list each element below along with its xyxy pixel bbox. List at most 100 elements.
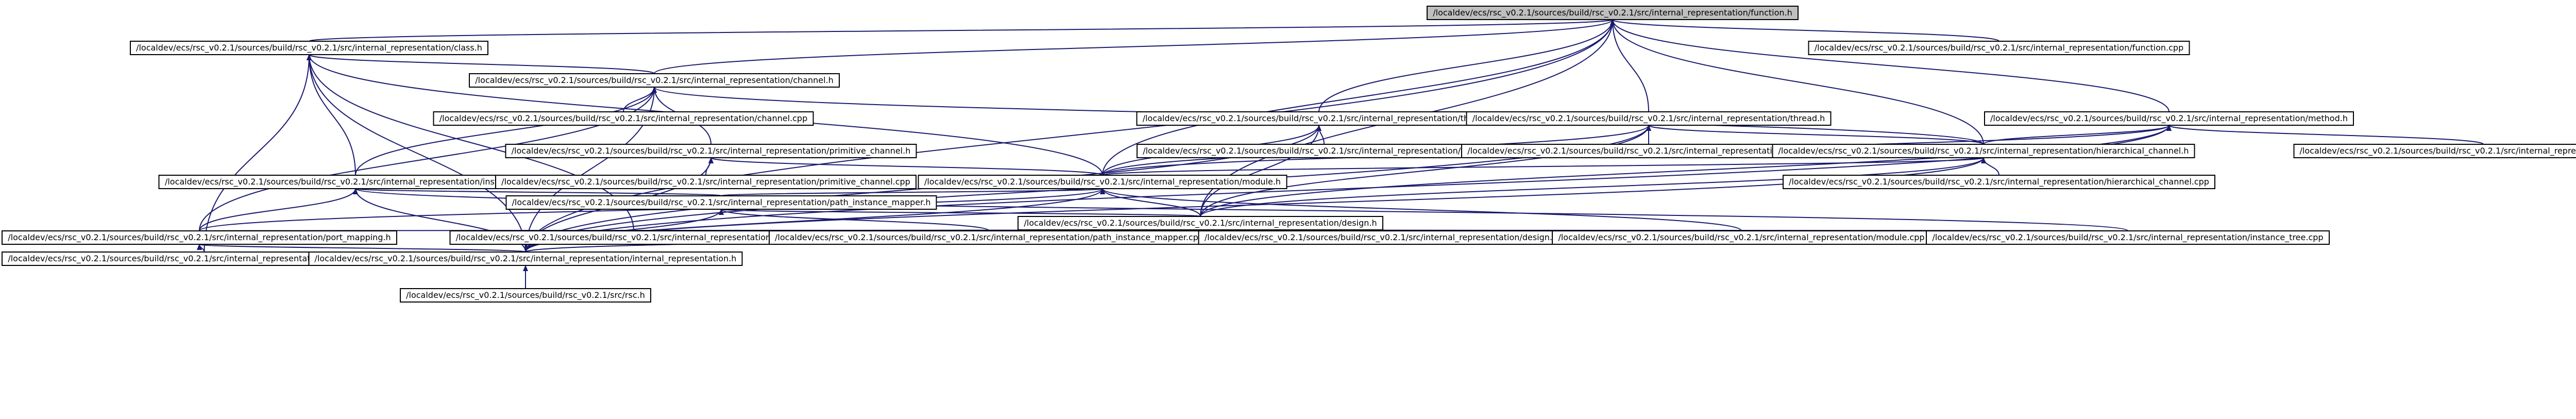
edge-hier_h-to-thread_h2 [1646,125,1984,145]
node-label: /localdev/ecs/rsc_v0.2.1/sources/build/r… [1990,113,2348,124]
node-label: /localdev/ecs/rsc_v0.2.1/sources/build/r… [1558,232,1924,243]
edge-ir_h-to-pm_h [197,244,526,253]
node-label: /localdev/ecs/rsc_v0.2.1/sources/build/r… [775,232,1204,243]
edge-pim_cpp-to-pim_h [719,209,990,231]
node-label: /localdev/ecs/rsc_v0.2.1/sources/build/r… [512,197,931,208]
node-rsc-h[interactable]: /localdev/ecs/rsc_v0.2.1/sources/build/r… [400,288,651,303]
node-class-h[interactable]: /localdev/ecs/rsc_v0.2.1/sources/build/r… [130,41,488,55]
edge-method_cpp-to-method_h [2166,125,2484,145]
edge-pim_h-to-module_h [721,188,1105,196]
node-label: /localdev/ecs/rsc_v0.2.1/sources/build/r… [1143,113,1496,124]
node-box [1018,216,1383,230]
edge-method_h-to-function_h [1610,19,2170,112]
edge-module_cpp-to-module_h [1100,188,1742,231]
node-pm-h[interactable]: /localdev/ecs/rsc_v0.2.1/sources/build/r… [2,230,397,245]
node-label: /localdev/ecs/rsc_v0.2.1/sources/build/r… [1815,43,2183,53]
node-box [918,175,1287,189]
node-box [1926,230,2330,245]
edge-pm_cpp-to-class_h [204,54,312,253]
node-pim-h[interactable]: /localdev/ecs/rsc_v0.2.1/sources/build/r… [505,195,937,210]
node-module-h[interactable]: /localdev/ecs/rsc_v0.2.1/sources/build/r… [918,175,1287,189]
node-itree-cpp[interactable]: /localdev/ecs/rsc_v0.2.1/sources/build/r… [1926,230,2330,245]
node-box [1984,111,2354,126]
node-prim-cpp[interactable]: /localdev/ecs/rsc_v0.2.1/sources/build/r… [495,175,917,189]
edge-itree_h-to-channel_h [355,87,657,176]
node-module-cpp[interactable]: /localdev/ecs/rsc_v0.2.1/sources/build/r… [1552,230,1931,245]
node-method-cpp[interactable]: /localdev/ecs/rsc_v0.2.1/sources/build/r… [2293,144,2576,158]
node-label: /localdev/ecs/rsc_v0.2.1/sources/build/r… [8,254,400,264]
node-box [308,252,743,266]
edge-pm_cpp-to-pm_h [197,244,205,253]
node-label: /localdev/ecs/rsc_v0.2.1/sources/build/r… [475,75,833,86]
node-label: /localdev/ecs/rsc_v0.2.1/sources/build/r… [1433,8,1792,18]
node-box [2293,144,2576,158]
node-label: /localdev/ecs/rsc_v0.2.1/sources/build/r… [2300,146,2576,156]
node-box [1136,111,1502,126]
node-hier-h[interactable]: /localdev/ecs/rsc_v0.2.1/sources/build/r… [1772,144,2195,158]
node-label: /localdev/ecs/rsc_v0.2.1/sources/build/r… [8,232,391,243]
node-prim-h[interactable]: /localdev/ecs/rsc_v0.2.1/sources/build/r… [505,144,917,158]
node-box [1427,6,1799,20]
edge-pim_h-to-itree_h [353,188,722,196]
node-thread-h2[interactable]: /localdev/ecs/rsc_v0.2.1/sources/build/r… [1466,111,1832,126]
node-box [505,195,937,210]
node-channel-h[interactable]: /localdev/ecs/rsc_v0.2.1/sources/build/r… [469,73,840,88]
node-box [469,73,840,88]
node-design-h[interactable]: /localdev/ecs/rsc_v0.2.1/sources/build/r… [1018,216,1383,230]
node-label: /localdev/ecs/rsc_v0.2.1/sources/build/r… [924,177,1281,187]
node-pim-cpp[interactable]: /localdev/ecs/rsc_v0.2.1/sources/build/r… [769,230,1210,245]
node-label: /localdev/ecs/rsc_v0.2.1/sources/build/r… [1778,146,2189,156]
edge-thread_h2-to-function_h [1610,19,1649,112]
node-box [433,111,814,126]
node-method-h[interactable]: /localdev/ecs/rsc_v0.2.1/sources/build/r… [1984,111,2354,126]
node-label: /localdev/ecs/rsc_v0.2.1/sources/build/r… [1932,232,2323,243]
node-box [1772,144,2195,158]
node-function-h[interactable]: /localdev/ecs/rsc_v0.2.1/sources/build/r… [1427,6,1799,20]
node-label: /localdev/ecs/rsc_v0.2.1/sources/build/r… [406,290,645,300]
node-ir-h[interactable]: /localdev/ecs/rsc_v0.2.1/sources/build/r… [308,252,743,266]
node-box [1466,111,1832,126]
edge-channel_h-to-function_h [654,19,1615,74]
edge-hier_h-to-method_h [1983,125,2172,145]
node-box [495,175,917,189]
node-label: /localdev/ecs/rsc_v0.2.1/sources/build/r… [1789,177,2209,187]
edge-hier_cpp-to-hier_h [1981,157,1999,176]
node-thread-cpp1[interactable]: /localdev/ecs/rsc_v0.2.1/sources/build/r… [1137,144,1512,158]
node-label: /localdev/ecs/rsc_v0.2.1/sources/build/r… [1472,113,1825,124]
edge-design_h-to-module_h [1100,188,1201,217]
node-box [505,144,917,158]
node-box [158,175,553,189]
edge-design_h-to-method_h [1200,125,2172,217]
node-label: /localdev/ecs/rsc_v0.2.1/sources/build/r… [456,232,812,243]
node-design-cpp[interactable]: /localdev/ecs/rsc_v0.2.1/sources/build/r… [1198,230,1574,245]
node-label: /localdev/ecs/rsc_v0.2.1/sources/build/r… [1143,146,1505,156]
node-label: /localdev/ecs/rsc_v0.2.1/sources/build/r… [315,254,737,264]
node-label: /localdev/ecs/rsc_v0.2.1/sources/build/r… [501,177,910,187]
node-layer: /localdev/ecs/rsc_v0.2.1/sources/build/r… [2,6,2576,303]
edge-function_cpp-to-function_h [1610,19,1999,42]
node-hier-cpp[interactable]: /localdev/ecs/rsc_v0.2.1/sources/build/r… [1783,175,2215,189]
node-box [1783,175,2215,189]
node-box [1137,144,1512,158]
edge-design_h-to-thread_h2 [1200,125,1651,217]
edge-class_h-to-function_h [309,19,1615,42]
edge-module_h-to-prim_h [708,157,1103,176]
node-channel-cpp[interactable]: /localdev/ecs/rsc_v0.2.1/sources/build/r… [433,111,814,126]
edge-design_h-to-thread_h1 [1200,125,1321,217]
node-class-cpp[interactable]: /localdev/ecs/rsc_v0.2.1/sources/build/r… [449,230,818,245]
node-thread-h1[interactable]: /localdev/ecs/rsc_v0.2.1/sources/build/r… [1136,111,1502,126]
node-label: /localdev/ecs/rsc_v0.2.1/sources/build/r… [512,146,911,156]
edge-module_h-to-hier_h [1102,157,1986,176]
node-label: /localdev/ecs/rsc_v0.2.1/sources/build/r… [1467,146,1830,156]
node-label: /localdev/ecs/rsc_v0.2.1/sources/build/r… [1205,232,1567,243]
edge-hier_h-to-function_h [1610,19,1984,145]
node-label: /localdev/ecs/rsc_v0.2.1/sources/build/r… [439,113,807,124]
edge-pm_h-to-itree_h [199,188,358,231]
node-label: /localdev/ecs/rsc_v0.2.1/sources/build/r… [1024,218,1377,228]
node-function-cpp[interactable]: /localdev/ecs/rsc_v0.2.1/sources/build/r… [1808,41,2190,55]
node-itree-h[interactable]: /localdev/ecs/rsc_v0.2.1/sources/build/r… [158,175,553,189]
edge-ir_h-to-class_h [307,54,526,253]
node-box [2,230,397,245]
node-box [400,288,651,303]
